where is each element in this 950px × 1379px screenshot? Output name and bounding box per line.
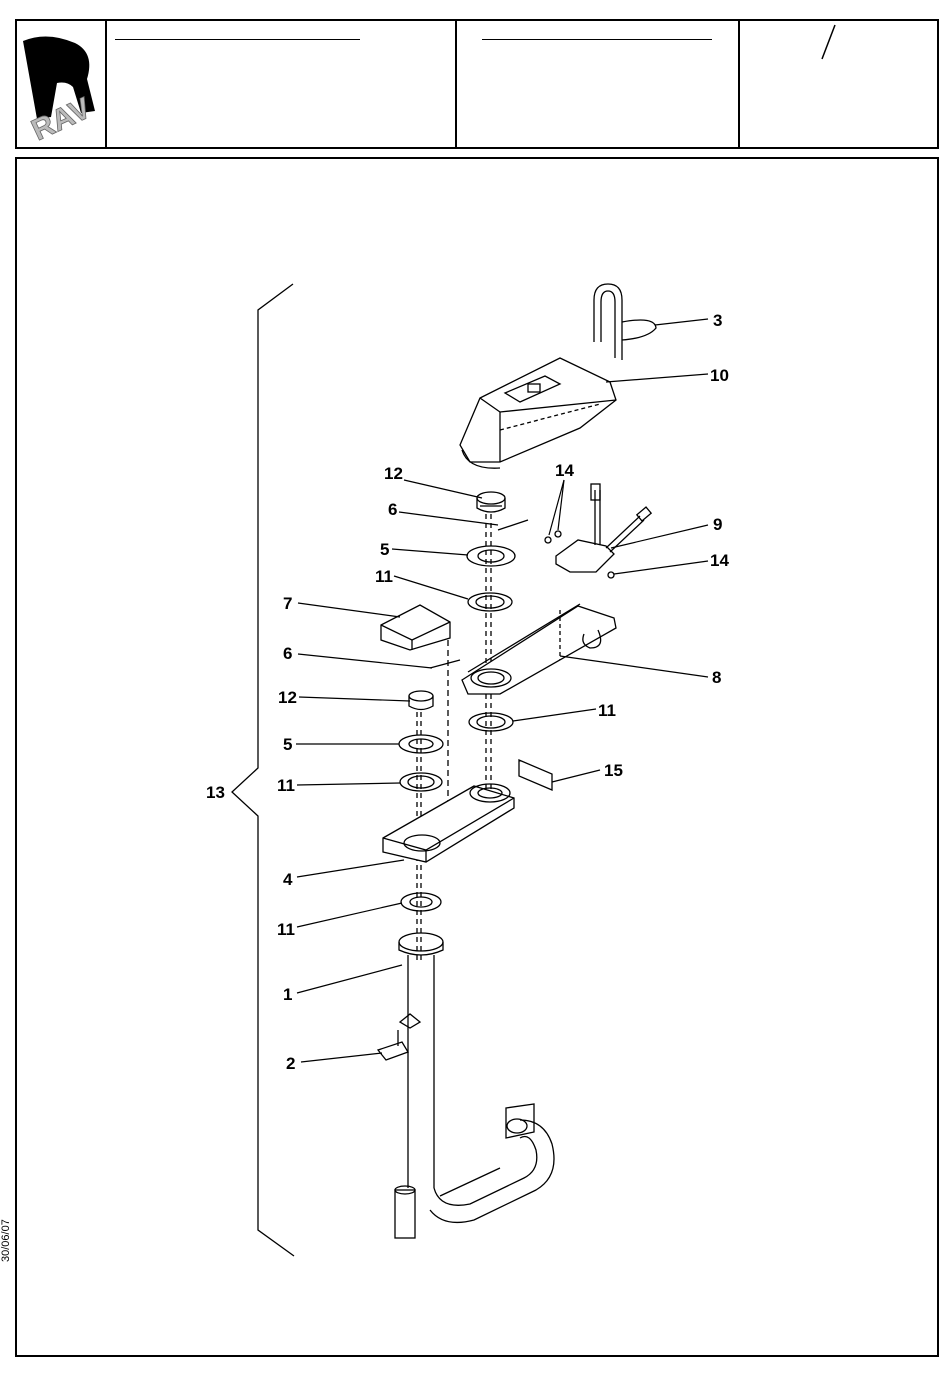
block-part	[381, 605, 450, 835]
callout-label: 12	[384, 464, 403, 483]
pin-part	[498, 520, 528, 530]
callout-label: 13	[206, 783, 225, 802]
assembly-brace	[232, 284, 294, 1256]
callout-label: 5	[380, 540, 389, 559]
handle-part	[594, 284, 656, 360]
callout-label: 11	[277, 920, 295, 939]
callout-label: 9	[713, 515, 722, 534]
callout-label: 11	[277, 776, 295, 795]
callout-label: 8	[712, 668, 721, 687]
callout-label: 11	[598, 701, 616, 720]
callout-label: 7	[283, 594, 292, 613]
callout-label: 10	[710, 366, 729, 385]
callout-label: 12	[278, 688, 297, 707]
callout-label: 1	[283, 985, 292, 1004]
callout-label: 6	[388, 500, 397, 519]
cover-part	[460, 358, 616, 468]
label-plate-part	[519, 760, 552, 790]
clamp-part	[378, 1014, 420, 1060]
callout-label: 14	[710, 551, 729, 570]
valve-part	[545, 484, 651, 578]
plate-part	[462, 604, 616, 694]
callout-label: 14	[555, 461, 574, 480]
callout-label: 5	[283, 735, 292, 754]
callout-label: 11	[375, 567, 393, 586]
pin-part	[430, 660, 460, 668]
callout-label: 15	[604, 761, 623, 780]
bushing-part	[409, 691, 433, 710]
callout-label: 6	[283, 644, 292, 663]
callout-label: 2	[286, 1054, 295, 1073]
bushing-part	[477, 492, 505, 512]
callout-label: 4	[283, 870, 293, 889]
callout-label: 3	[713, 311, 722, 330]
column-part	[395, 933, 554, 1238]
